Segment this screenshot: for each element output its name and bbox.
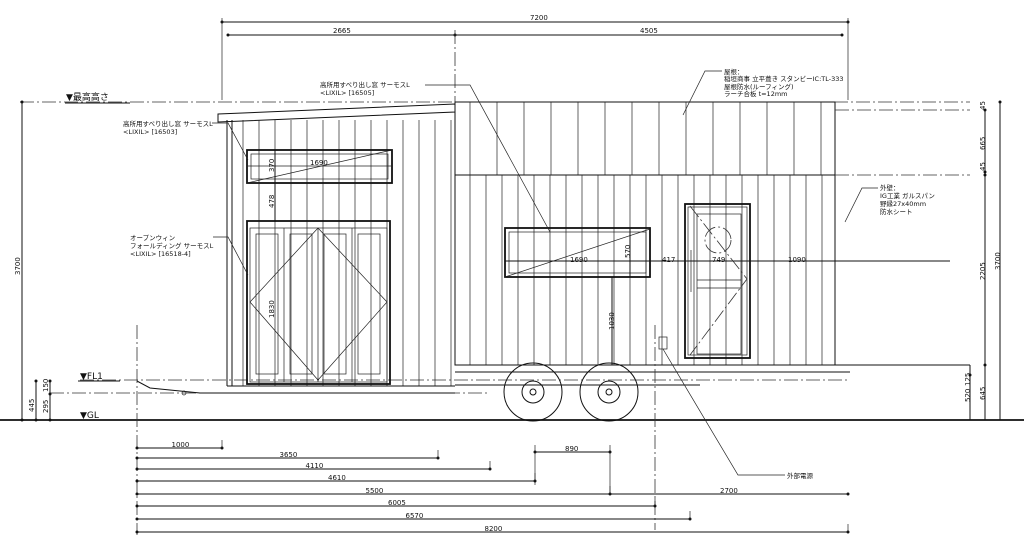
dim-bottom-6570: 6570: [406, 512, 424, 520]
level-max-height: ▼最高高さ: [66, 91, 109, 103]
dim-step: 125: [964, 373, 972, 386]
high-window-left: 1690 370 478: [246, 149, 393, 222]
dim-bottom-3650: 3650: [280, 451, 298, 459]
dim-bottom-5500: 5500: [366, 487, 384, 495]
dim-left-width: 2665: [333, 27, 351, 35]
dim-right-total: 3700: [994, 252, 1002, 270]
note-power: 外部電源: [787, 471, 814, 480]
dim-w1-height: 370: [268, 159, 276, 172]
power-outlet: [658, 336, 668, 350]
dim-tick: [135, 456, 139, 460]
note-wall-line1: 外壁：: [880, 183, 900, 192]
dim-base: 645: [979, 387, 987, 400]
dim-bottom-4110: 4110: [306, 462, 324, 470]
note-window-16503-line2: <LIXIL> [16503]: [123, 128, 177, 136]
note-roof-line1: 屋根：: [724, 67, 744, 76]
window-middle: 1690 570 1030 417 749 1090: [504, 227, 950, 365]
dim-low: 520: [964, 389, 972, 402]
dim-door-height: 1830: [268, 300, 276, 318]
dim-tick: [135, 504, 139, 508]
dim-tick: [135, 467, 139, 471]
dim-left-total: 3700: [14, 257, 22, 275]
dim-tick: [135, 517, 139, 521]
building: [217, 101, 970, 387]
dim-right: 1090: [788, 256, 806, 264]
dim-left-step: 150: [42, 379, 50, 392]
dim-roof-b: 45: [979, 162, 987, 171]
top-dimensions: 7200 2665 4505: [220, 14, 850, 105]
note-roof-line4: ラーチ合板 t=12mm: [724, 89, 788, 98]
dim-bottom-8200: 8200: [485, 525, 503, 533]
note-folding-door-line3: <LIXIL> [16518-4]: [130, 250, 191, 258]
dim-tick: [135, 479, 139, 483]
dim-right-width: 4505: [640, 27, 658, 35]
dim-bottom-4610: 4610: [328, 474, 346, 482]
note-roof-line3: 屋根防水(ルーフィング): [724, 82, 794, 91]
right-dimensions: 45 665 45 2205 645 3700 125 520: [964, 100, 1002, 420]
trailer: [136, 325, 850, 535]
dim-left-floor: 445: [28, 399, 36, 412]
note-wall-line4: 防水シート: [880, 207, 913, 216]
dim-left-chassis: 295: [42, 400, 50, 413]
entrance-door: [658, 203, 751, 359]
dim-door-width: 749: [712, 256, 725, 264]
dim-roof-a: 45: [979, 101, 987, 110]
dim-bottom-6005: 6005: [388, 499, 406, 507]
note-window-16505-line1: 高所用すべり出し窓 サーモスL: [320, 80, 410, 89]
note-wall-line3: 野縁27x40mm: [880, 199, 926, 208]
level-gl: ▼GL: [80, 411, 99, 421]
note-wall-line2: IG工業 ガルスパン: [880, 191, 935, 200]
folding-door: 1830: [246, 220, 391, 385]
note-folding-door-line1: オープンウィン: [130, 234, 175, 242]
dim-w2-sill: 1030: [608, 312, 616, 330]
dim-tick: [135, 446, 139, 450]
dim-tick: [135, 492, 139, 496]
level-fl1: ▼FL1: [80, 372, 103, 382]
note-window-16503-line1: 高所用すべり出し窓 サーモスL: [123, 119, 213, 128]
dim-w2-height: 570: [624, 245, 632, 258]
dim-overall-width: 7200: [530, 14, 548, 22]
annotations: 高所用すべり出し窓 サーモスL <LIXIL> [16505] 高所用すべり出し…: [123, 67, 935, 480]
dim-axle: 890: [565, 445, 578, 453]
dim-w2-width: 1690: [570, 256, 588, 264]
dim-rear: 2700: [720, 487, 738, 495]
dim-gap: 417: [662, 256, 675, 264]
dim-wall: 2205: [979, 262, 987, 280]
note-window-16505-line2: <LIXIL> [16505]: [320, 89, 374, 97]
note-roof-line2: 稲垣商事 立平葺き スタンビーIC:TL-333: [724, 74, 844, 83]
dim-w1-gap: 478: [268, 195, 276, 208]
dim-tick: [135, 530, 139, 534]
dim-roof-mid: 665: [979, 137, 987, 150]
note-folding-door-line2: フォールディング サーモスL: [130, 241, 214, 250]
left-dimensions: 3700 445 150 295: [14, 100, 52, 422]
dim-w1-width: 1690: [310, 159, 328, 167]
dim-bottom-1000: 1000: [172, 441, 190, 449]
